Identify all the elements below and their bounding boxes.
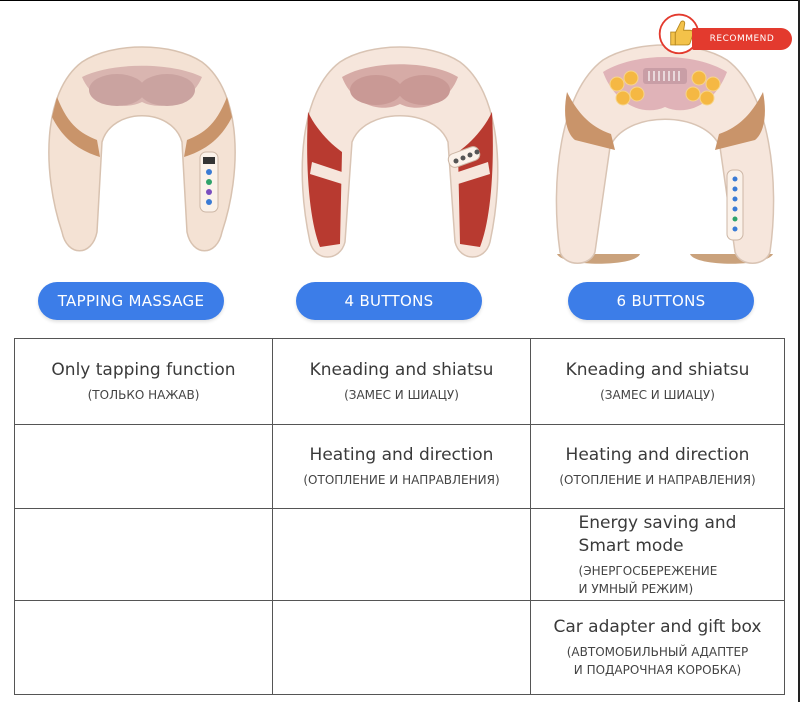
table-cell: Kneading and shiatsu (ЗАМЕС И ШИАЦУ) bbox=[530, 338, 785, 425]
feature-block: Energy saving and Smart mode (ЭНЕРГОСБЕР… bbox=[579, 512, 737, 598]
table-cell bbox=[14, 424, 273, 509]
table-row: Energy saving and Smart mode (ЭНЕРГОСБЕР… bbox=[14, 508, 785, 601]
table-cell: Heating and direction (ОТОПЛЕНИЕ И НАПРА… bbox=[272, 424, 531, 509]
table-row: Heating and direction (ОТОПЛЕНИЕ И НАПРА… bbox=[14, 424, 785, 509]
feature-subtitle: (ТОЛЬКО НАЖАВ) bbox=[87, 388, 200, 402]
table-cell bbox=[272, 508, 531, 601]
product-gallery: RECOMMEND TAPPING MASSAGE 4 BUTTONS 6 BU… bbox=[0, 0, 800, 330]
recommend-badge: RECOMMEND bbox=[656, 8, 796, 60]
feature-subtitle: (ЗАМЕС И ШИАЦУ) bbox=[344, 388, 459, 402]
feature-subtitle: (ОТОПЛЕНИЕ И НАПРАВЛЕНИЯ) bbox=[303, 473, 500, 487]
feature-title: Kneading and shiatsu bbox=[565, 360, 750, 380]
feature-subtitle: (ОТОПЛЕНИЕ И НАПРАВЛЕНИЯ) bbox=[559, 473, 756, 487]
feature-title: Car adapter and gift box bbox=[553, 617, 762, 637]
product-image-tapping bbox=[22, 22, 262, 272]
feature-comparison-table: Only tapping function (ТОЛЬКО НАЖАВ) Kne… bbox=[14, 338, 785, 695]
table-cell: Heating and direction (ОТОПЛЕНИЕ И НАПРА… bbox=[530, 424, 785, 509]
feature-title: Heating and direction bbox=[565, 445, 750, 465]
product-label-4-buttons: 4 BUTTONS bbox=[296, 282, 482, 320]
table-cell: Kneading and shiatsu (ЗАМЕС И ШИАЦУ) bbox=[272, 338, 531, 425]
feature-title: Kneading and shiatsu bbox=[309, 360, 494, 380]
table-row: Car adapter and gift box (АВТОМОБИЛЬНЫЙ … bbox=[14, 600, 785, 695]
recommend-label: RECOMMEND bbox=[692, 28, 792, 50]
feature-title: Heating and direction bbox=[309, 445, 494, 465]
product-image-6-buttons bbox=[545, 22, 785, 272]
feature-subtitle: (ЗАМЕС И ШИАЦУ) bbox=[600, 388, 715, 402]
table-cell: Car adapter and gift box (АВТОМОБИЛЬНЫЙ … bbox=[530, 600, 785, 695]
feature-subtitle: (ЭНЕРГОСБЕРЕЖЕНИЕ И УМНЫЙ РЕЖИМ) bbox=[578, 563, 718, 596]
table-cell: Only tapping function (ТОЛЬКО НАЖАВ) bbox=[14, 338, 273, 425]
product-label-6-buttons: 6 BUTTONS bbox=[568, 282, 754, 320]
table-cell: Energy saving and Smart mode (ЭНЕРГОСБЕР… bbox=[530, 508, 785, 601]
frame-right-edge bbox=[798, 0, 800, 702]
table-cell bbox=[14, 600, 273, 695]
feature-title: Energy saving and Smart mode bbox=[578, 512, 737, 556]
product-label-tapping: TAPPING MASSAGE bbox=[38, 282, 224, 320]
feature-subtitle: (АВТОМОБИЛЬНЫЙ АДАПТЕР И ПОДАРОЧНАЯ КОРО… bbox=[566, 645, 749, 677]
product-image-4-buttons bbox=[280, 22, 520, 272]
table-row: Only tapping function (ТОЛЬКО НАЖАВ) Kne… bbox=[14, 338, 785, 425]
feature-title: Only tapping function bbox=[51, 360, 236, 380]
table-cell bbox=[272, 600, 531, 695]
table-cell bbox=[14, 508, 273, 601]
frame-top-edge bbox=[0, 0, 800, 1]
